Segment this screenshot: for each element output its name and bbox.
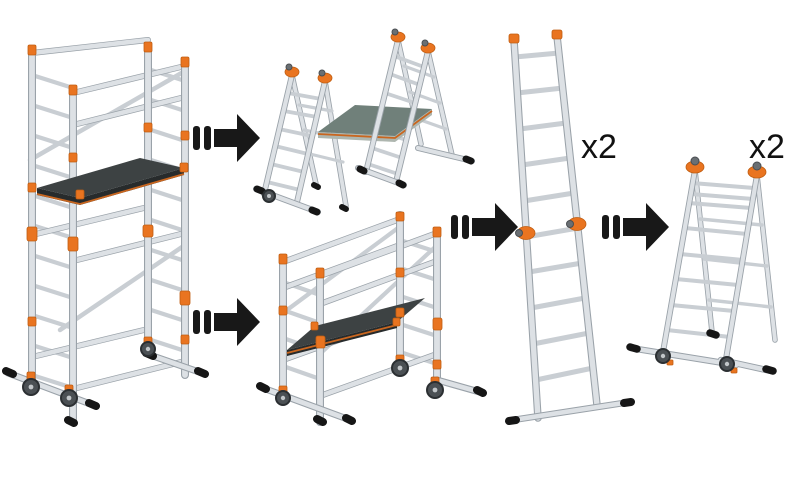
- low-scaffold-illustration: [255, 211, 500, 432]
- foot-caps: [626, 329, 777, 375]
- hinge-caps: [284, 28, 436, 84]
- foot-caps: [505, 398, 635, 425]
- hinge-clamps: [515, 217, 587, 240]
- scaffold-tower-illustration: [2, 35, 215, 435]
- tower-clamps: [26, 41, 191, 345]
- stepladder-illustration: [626, 152, 800, 384]
- low-scaffold-clamps: [278, 211, 443, 370]
- caster-wheels: [22, 341, 156, 407]
- straight-ladder-illustration: [500, 12, 635, 437]
- hinge-caps: [685, 156, 767, 179]
- fast-forward-arrow-icon: [602, 202, 670, 252]
- stepladders-bridge-illustration: [253, 22, 498, 222]
- fast-forward-arrow-icon: [193, 297, 261, 347]
- foot-caps: [256, 382, 487, 426]
- fast-forward-arrow-icon: [451, 202, 519, 252]
- caster-wheels: [275, 359, 444, 406]
- fast-forward-arrow-icon: [193, 113, 261, 163]
- ladder-quantity-label: x2: [581, 128, 617, 166]
- caster-wheels: [655, 348, 735, 372]
- stepladder-quantity-label: x2: [749, 128, 785, 166]
